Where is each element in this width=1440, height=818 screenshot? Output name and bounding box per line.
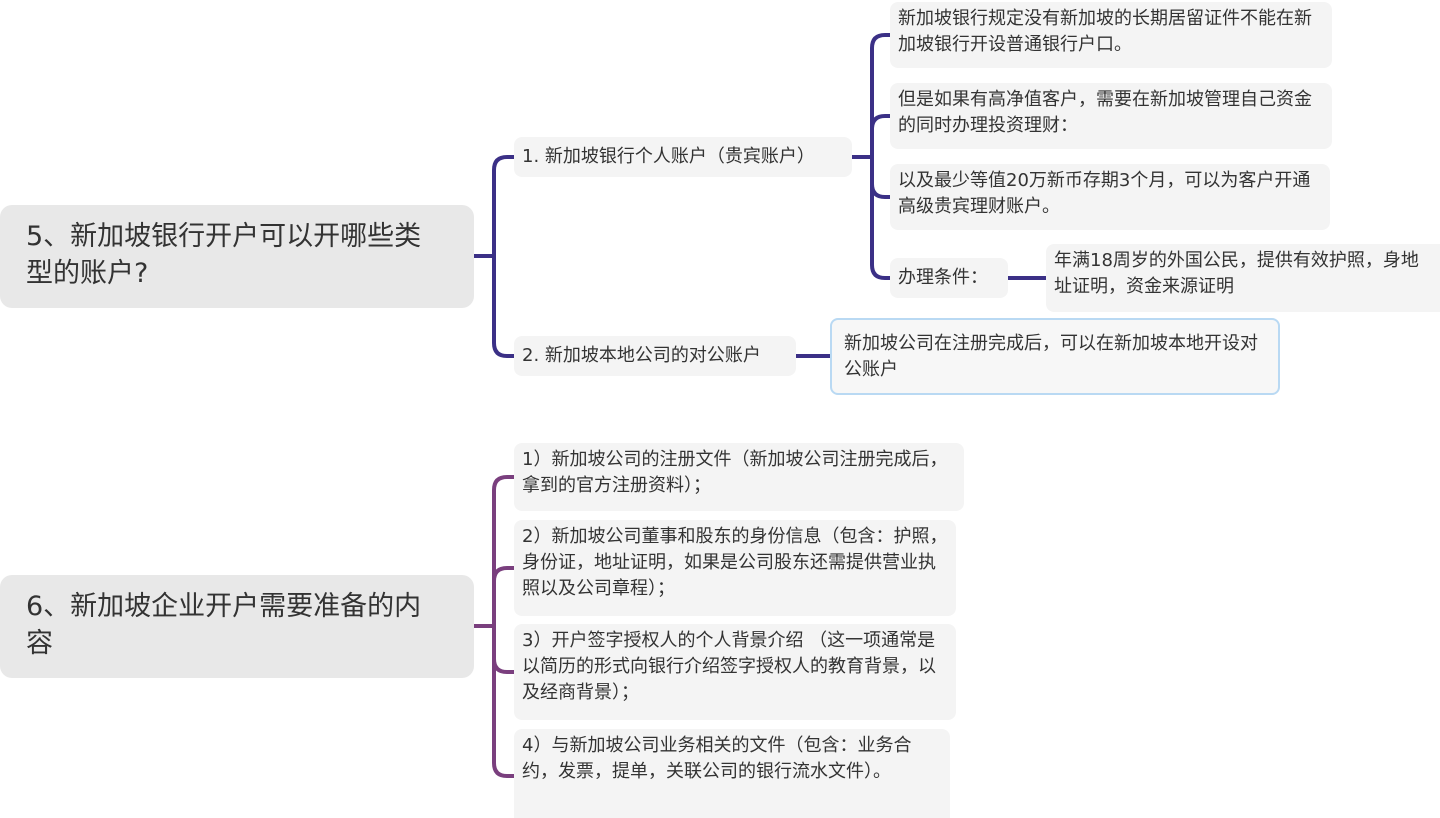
document-item-1[interactable]: 1）新加坡公司的注册文件（新加坡公司注册完成后，拿到的官方注册资料）； [514, 443, 964, 511]
connector-topic6-item3 [492, 624, 516, 674]
document-item-2[interactable]: 2）新加坡公司董事和股东的身份信息（包含：护照，身份证，地址证明，如果是公司股东… [514, 520, 956, 616]
connector-topic5-personal [472, 155, 516, 258]
conditions-detail-node[interactable]: 年满18周岁的外国公民，提供有效护照，身地址证明，资金来源证明 [1046, 244, 1440, 312]
connector-personal-child1 [870, 33, 892, 159]
connector-topic6-item4 [492, 624, 516, 778]
connector-topic5-corporate [492, 254, 516, 358]
corporate-account-node[interactable]: 2. 新加坡本地公司的对公账户 [514, 336, 796, 376]
connector-personal-conditions [870, 155, 892, 280]
conditions-node[interactable]: 办理条件： [890, 258, 1008, 298]
personal-child-node-3[interactable]: 以及最少等值20万新币存期3个月，可以为客户开通高级贵宾理财账户。 [890, 164, 1330, 230]
connector-personal-child2 [870, 114, 892, 159]
document-item-4[interactable]: 4）与新加坡公司业务相关的文件（包含：业务合约，发票，提单，关联公司的银行流水文… [514, 729, 950, 818]
connector-topic6-item1 [472, 475, 516, 628]
connector-topic6-item2 [492, 566, 516, 628]
personal-account-node[interactable]: 1. 新加坡银行个人账户（贵宾账户） [514, 137, 852, 177]
topic6-root-node[interactable]: 6、新加坡企业开户需要准备的内容 [0, 575, 474, 678]
document-item-3[interactable]: 3）开户签字授权人的个人背景介绍 （这一项通常是以简历的形式向银行介绍签字授权人… [514, 624, 956, 720]
connector-personal-child3 [870, 155, 892, 199]
topic5-root-node[interactable]: 5、新加坡银行开户可以开哪些类型的账户? [0, 205, 474, 308]
personal-child-node-2[interactable]: 但是如果有高净值客户，需要在新加坡管理自己资金的同时办理投资理财： [890, 83, 1332, 149]
personal-child-node-1[interactable]: 新加坡银行规定没有新加坡的长期居留证件不能在新加坡银行开设普通银行户口。 [890, 2, 1332, 68]
corporate-detail-node[interactable]: 新加坡公司在注册完成后，可以在新加坡本地开设对公账户 [830, 318, 1280, 395]
